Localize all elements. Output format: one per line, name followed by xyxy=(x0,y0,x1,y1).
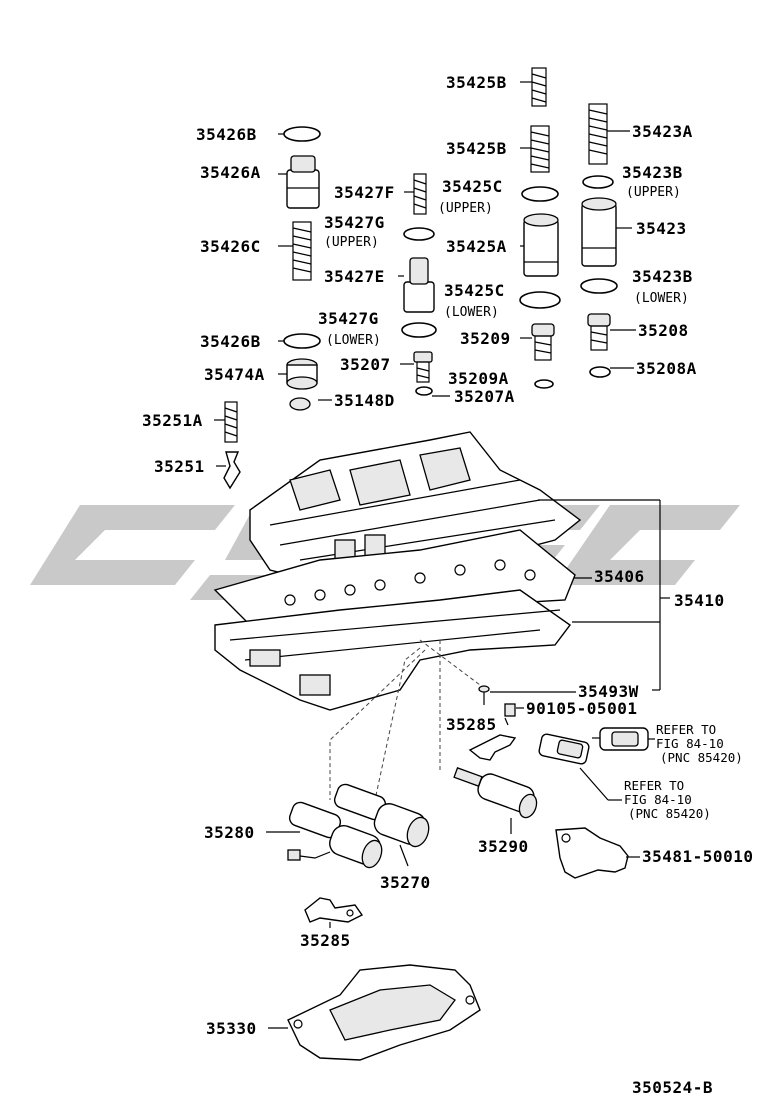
label-35251: 35251 xyxy=(154,457,205,476)
o-ring-35426b-bottom xyxy=(283,333,321,349)
oil-strainer-35330 xyxy=(268,964,481,1061)
solenoid-35270 xyxy=(333,783,430,867)
ring-35207a xyxy=(415,386,433,396)
label-refer1-line2: FIG 84-10 xyxy=(656,736,724,751)
o-ring-35427g-lower xyxy=(401,322,437,338)
label-35148d: 35148D xyxy=(334,391,395,410)
label-35270: 35270 xyxy=(380,873,431,892)
solenoid-refer-1 xyxy=(592,727,655,751)
o-ring-35425c-upper xyxy=(521,186,559,202)
leader-35410-bracket xyxy=(538,499,670,691)
label-35425c-lower: 35425C xyxy=(444,281,505,300)
label-35285-top: 35285 xyxy=(446,715,497,734)
spring-35426c xyxy=(292,221,312,281)
label-refer1-line1: REFER TO xyxy=(656,722,716,737)
spring-35423a xyxy=(588,103,608,165)
label-35410: 35410 xyxy=(674,591,725,610)
assembly-guides xyxy=(329,639,481,801)
label-35423a: 35423A xyxy=(632,122,693,141)
label-35493w: 35493W xyxy=(578,682,639,701)
label-35427g-upper: 35427G xyxy=(324,213,385,232)
spring-35427f xyxy=(413,173,427,215)
o-ring-35427g-upper xyxy=(403,227,435,241)
label-35425b-mid: 35425B xyxy=(446,139,507,158)
label-35209a: 35209A xyxy=(448,369,509,388)
label-35481-50010: 35481-50010 xyxy=(642,847,753,866)
label-35425c-lower-note: (LOWER) xyxy=(444,305,499,320)
spring-35209 xyxy=(531,323,555,361)
label-35280: 35280 xyxy=(204,823,255,842)
o-ring-35425c-lower xyxy=(519,291,561,309)
label-35423b-lower: 35423B xyxy=(632,267,693,286)
label-35207: 35207 xyxy=(340,355,391,374)
label-35426c: 35426C xyxy=(200,237,261,256)
label-35426b-bottom: 35426B xyxy=(200,332,261,351)
label-refer2-line1: REFER TO xyxy=(624,778,684,793)
label-35209: 35209 xyxy=(460,329,511,348)
label-35426b-top: 35426B xyxy=(196,125,257,144)
solenoid-refer-2 xyxy=(538,733,622,801)
bracket-35285-bottom xyxy=(304,897,364,928)
label-35427g-upper-note: (UPPER) xyxy=(324,235,379,250)
ring-35209a xyxy=(534,379,554,389)
label-refer1-line3: (PNC 85420) xyxy=(660,750,743,765)
bolt-90105-05001 xyxy=(504,703,524,717)
spring-35425b-top xyxy=(531,67,547,107)
label-35406: 35406 xyxy=(594,567,645,586)
label-35423b-upper-note: (UPPER) xyxy=(626,185,681,200)
bracket-35285-top xyxy=(468,734,517,761)
spring-35251a xyxy=(224,401,238,443)
label-refer2-line3: (PNC 85420) xyxy=(628,806,711,821)
label-35285-bottom: 35285 xyxy=(300,931,351,950)
label-35427g-lower: 35427G xyxy=(318,309,379,328)
plug-35474a xyxy=(286,358,318,390)
solenoid-35280 xyxy=(266,801,383,869)
ring-35208a xyxy=(589,366,611,378)
sleeve-35427e xyxy=(403,257,435,313)
washer-35148d xyxy=(289,397,311,411)
label-35423b-lower-note: (LOWER) xyxy=(634,291,689,306)
figure-id: 350524-B xyxy=(632,1078,713,1097)
label-90105-05001: 90105-05001 xyxy=(526,699,637,718)
label-35251a: 35251A xyxy=(142,411,203,430)
label-35426a: 35426A xyxy=(200,163,261,182)
label-35330: 35330 xyxy=(206,1019,257,1038)
label-35425b-top: 35425B xyxy=(446,73,507,92)
label-35425a: 35425A xyxy=(446,237,507,256)
label-35425c-upper: 35425C xyxy=(442,177,503,196)
label-35423b-upper: 35423B xyxy=(622,163,683,182)
label-35474a: 35474A xyxy=(204,365,265,384)
solenoid-35290 xyxy=(453,767,538,834)
label-35427e: 35427E xyxy=(324,267,385,286)
label-35425c-upper-note: (UPPER) xyxy=(438,201,493,216)
o-ring-35426b-top xyxy=(283,126,321,142)
o-ring-35423b-lower xyxy=(580,278,618,294)
label-35207a: 35207A xyxy=(454,387,515,406)
spring-35207 xyxy=(413,351,433,383)
sleeve-35426a xyxy=(286,155,320,209)
label-35427f: 35427F xyxy=(334,183,395,202)
leader-lines xyxy=(214,81,636,726)
bolt-35493w xyxy=(478,685,576,705)
o-ring-35423b-upper xyxy=(582,175,614,189)
spring-35208 xyxy=(587,313,611,351)
spring-35425b-mid xyxy=(530,125,550,173)
label-35290: 35290 xyxy=(478,837,529,856)
label-refer2-line2: FIG 84-10 xyxy=(624,792,692,807)
label-35208: 35208 xyxy=(638,321,689,340)
clip-35251 xyxy=(223,451,241,490)
part-labels: 35425B 35426B 35423A 35425B 35426A 35427… xyxy=(142,73,753,1097)
label-35208a: 35208A xyxy=(636,359,697,378)
sleeve-35423 xyxy=(581,197,617,267)
tube-35481-50010 xyxy=(555,827,640,879)
valve-body-lower xyxy=(214,589,571,711)
label-35423: 35423 xyxy=(636,219,687,238)
label-35427g-lower-note: (LOWER) xyxy=(326,333,381,348)
sleeve-35425a xyxy=(523,213,559,277)
